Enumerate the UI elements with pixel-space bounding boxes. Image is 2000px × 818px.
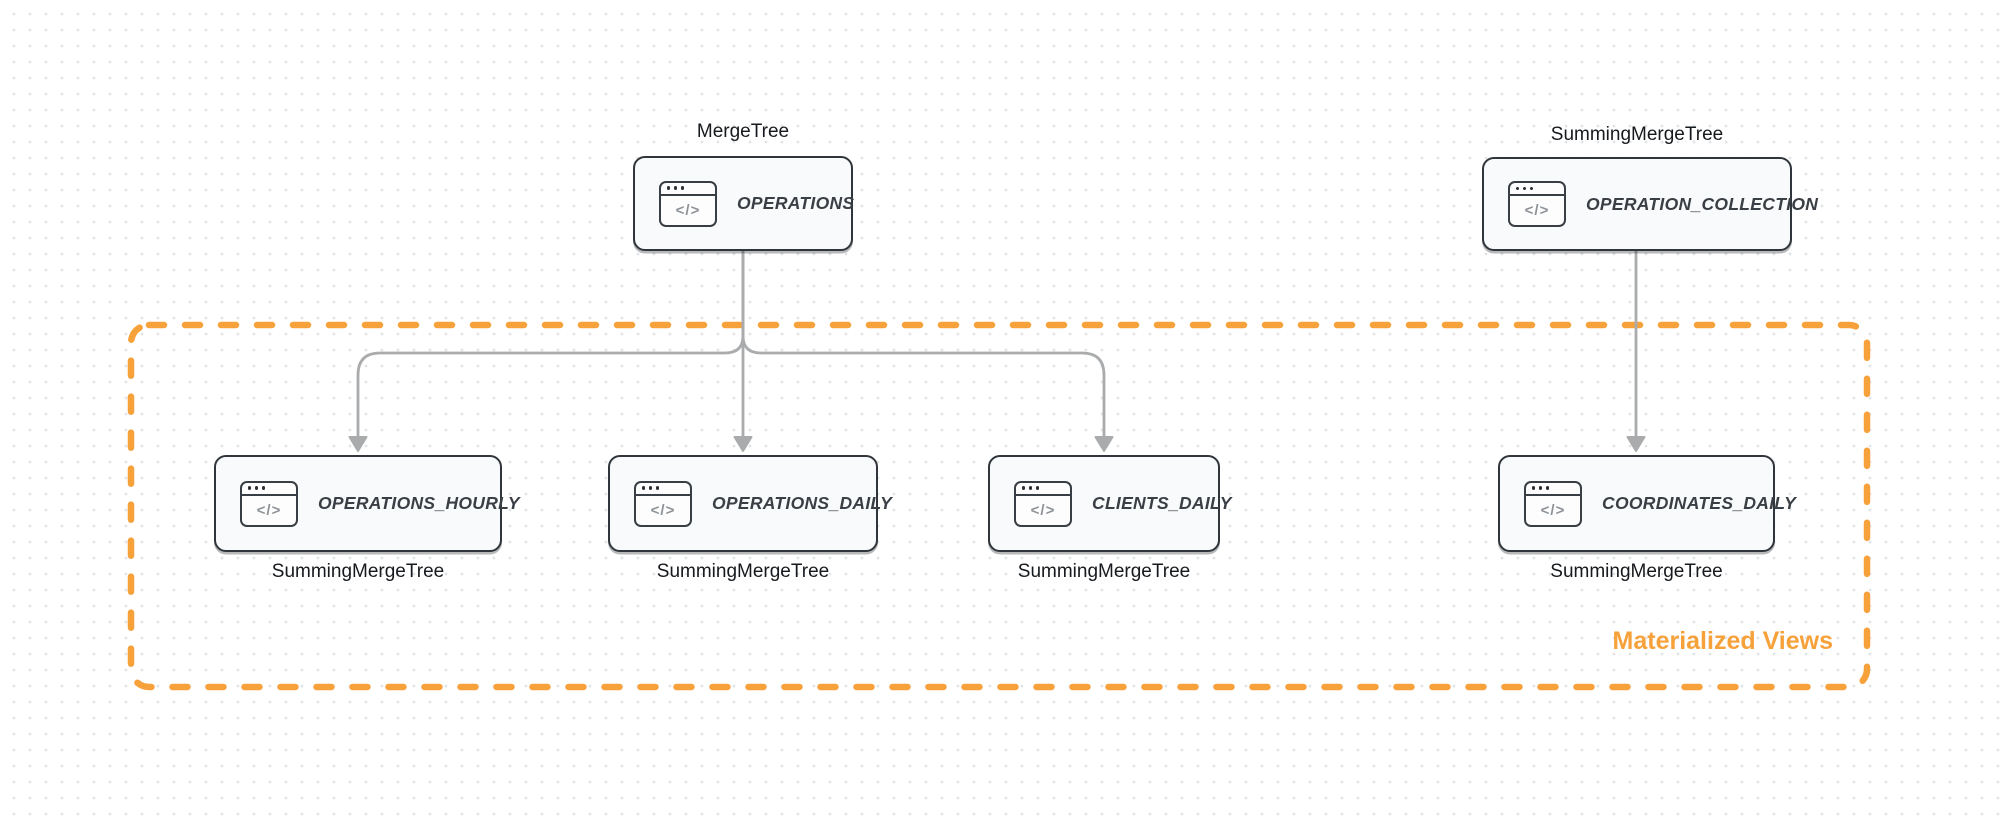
code-glyph: </>	[675, 201, 701, 219]
node-clients-daily: </> CLIENTS_DAILY	[988, 455, 1231, 552]
node-operations-daily: </> OPERATIONS_DAILY	[608, 455, 892, 552]
code-window-icon: </>	[1508, 181, 1566, 227]
code-window-icon: </>	[659, 180, 717, 227]
node-title: OPERATIONS_HOURLY	[318, 493, 520, 513]
engine-label-summingmergetree-daily: SummingMergeTree	[656, 561, 830, 582]
node-title: COORDINATES_DAILY	[1602, 493, 1797, 513]
code-glyph: </>	[256, 501, 282, 519]
code-window-icon: </>	[1524, 480, 1582, 527]
node-title: OPERATIONS_DAILY	[712, 493, 893, 513]
engine-label-summingmergetree-hourly: SummingMergeTree	[271, 561, 445, 582]
engine-label-summingmergetree-coordinates: SummingMergeTree	[1550, 561, 1723, 582]
node-operations-hourly: </> OPERATIONS_HOURLY	[214, 455, 520, 552]
materialized-views-group-label: Materialized Views	[1612, 627, 1833, 655]
edge-operations-to-clients-daily	[741, 249, 1106, 442]
node-title: OPERATIONS	[737, 193, 855, 213]
code-window-icon: </>	[1014, 480, 1072, 527]
arrowhead-icon	[1094, 436, 1114, 452]
window-bar	[1526, 483, 1580, 496]
arrowhead-icon	[1626, 436, 1646, 452]
node-coordinates-daily: </> COORDINATES_DAILY	[1498, 455, 1796, 552]
window-bar	[242, 483, 296, 496]
node-operations: </> OPERATIONS	[633, 156, 855, 251]
code-glyph: </>	[1524, 202, 1550, 219]
code-window-icon: </>	[240, 480, 298, 527]
engine-label-summingmergetree-clients: SummingMergeTree	[1017, 561, 1191, 582]
arrowhead-icon	[733, 436, 753, 452]
node-operation-collection: </> OPERATION_COLLECTION	[1482, 157, 1818, 251]
node-title: OPERATION_COLLECTION	[1586, 193, 1819, 214]
edge-operations-to-operations-hourly	[356, 249, 745, 442]
code-window-icon: </>	[634, 480, 692, 527]
arrowhead-icon	[348, 436, 368, 452]
window-bar	[1016, 483, 1070, 496]
code-glyph: </>	[1030, 501, 1056, 519]
code-glyph: </>	[650, 501, 676, 519]
code-glyph: </>	[1540, 501, 1566, 519]
engine-label-mergetree: MergeTree	[696, 121, 790, 142]
window-bar	[661, 183, 715, 196]
node-title: CLIENTS_DAILY	[1092, 493, 1232, 513]
engine-label-summingmergetree-top: SummingMergeTree	[1550, 124, 1724, 145]
materialized-views-group-border	[127, 321, 1871, 691]
window-bar	[1510, 183, 1564, 196]
window-bar	[636, 483, 690, 496]
